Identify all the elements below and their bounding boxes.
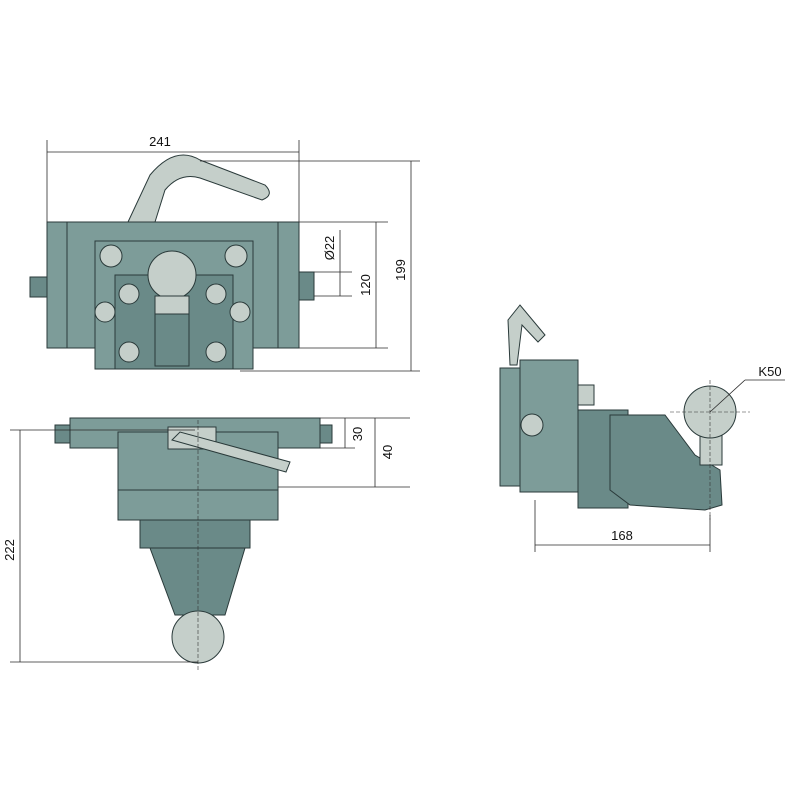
top-mount	[139, 519, 251, 549]
front-handle	[127, 154, 270, 223]
side-handle	[507, 304, 546, 366]
front-shank	[154, 313, 190, 367]
label-k50: K50	[758, 364, 781, 379]
ball	[147, 250, 197, 300]
dim-168: 168	[611, 528, 633, 543]
top-drawbar	[149, 547, 246, 616]
side-view: K50 168	[499, 304, 785, 552]
dim-30: 30	[350, 427, 365, 441]
side-bolt	[520, 413, 544, 437]
top-handle	[171, 431, 291, 473]
dim-diameter-22: Ø22	[322, 236, 337, 261]
dim-40: 40	[380, 445, 395, 459]
right-pin	[297, 271, 315, 301]
ball-neck	[154, 295, 190, 315]
dim-199: 199	[393, 259, 408, 281]
dim-241: 241	[149, 134, 171, 149]
dim-222: 222	[2, 539, 17, 561]
side-drawbar	[609, 414, 723, 511]
front-view: 241 199 120 Ø22	[29, 134, 420, 372]
side-nut	[577, 384, 595, 406]
left-pin	[29, 276, 49, 298]
top-view: 222 30 40	[2, 417, 410, 670]
dim-120: 120	[358, 274, 373, 296]
side-flange	[499, 367, 521, 487]
